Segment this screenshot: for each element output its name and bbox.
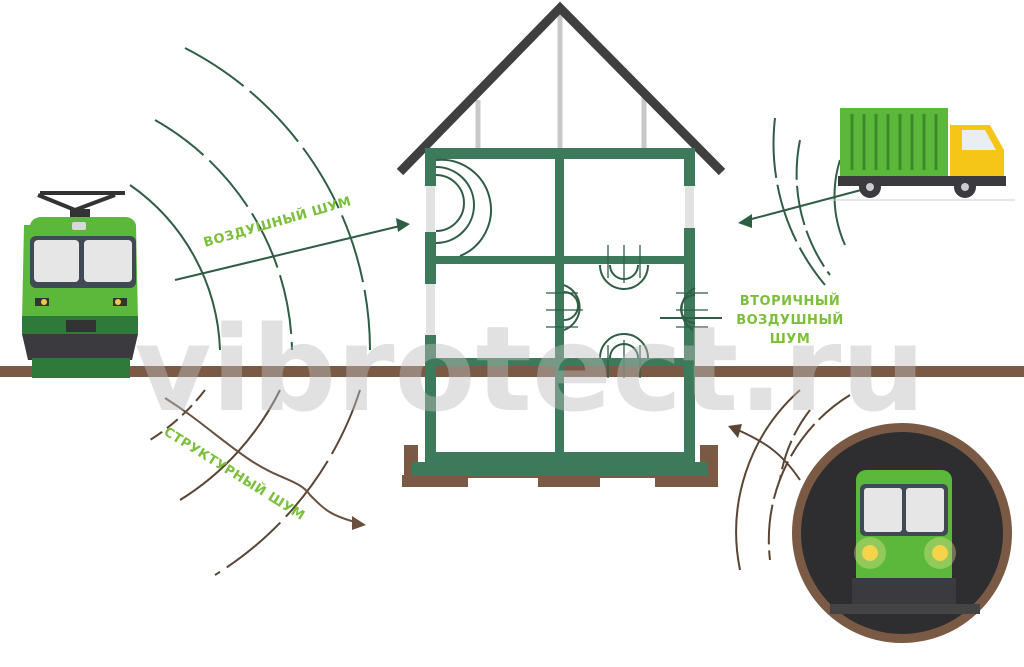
roof <box>396 1 726 176</box>
vibration-arrows <box>546 245 708 378</box>
secondary-noise-line3: ШУМ <box>770 332 811 347</box>
truck-arrow <box>738 184 881 228</box>
train-icon <box>22 191 138 378</box>
train-airborne-waves <box>129 47 371 351</box>
ground-line <box>0 366 1024 377</box>
airborne-arrow <box>174 218 410 281</box>
tunnel-arrow <box>728 424 801 481</box>
subway-tunnel <box>792 423 1012 643</box>
secondary-noise-line2: ВОЗДУШНЫЙ <box>736 312 844 328</box>
secondary-noise-line1: ВТОРИЧНЫЙ <box>740 293 840 309</box>
truck-icon <box>830 108 1015 201</box>
structural-noise-label: СТРУКТУРНЫЙ ШУМ <box>161 424 308 524</box>
tunnel-waves <box>735 389 851 571</box>
house <box>396 1 726 487</box>
watermark: vibrotect.ru <box>135 300 926 438</box>
structural-arrow <box>164 397 366 530</box>
truck-waves <box>772 117 846 286</box>
